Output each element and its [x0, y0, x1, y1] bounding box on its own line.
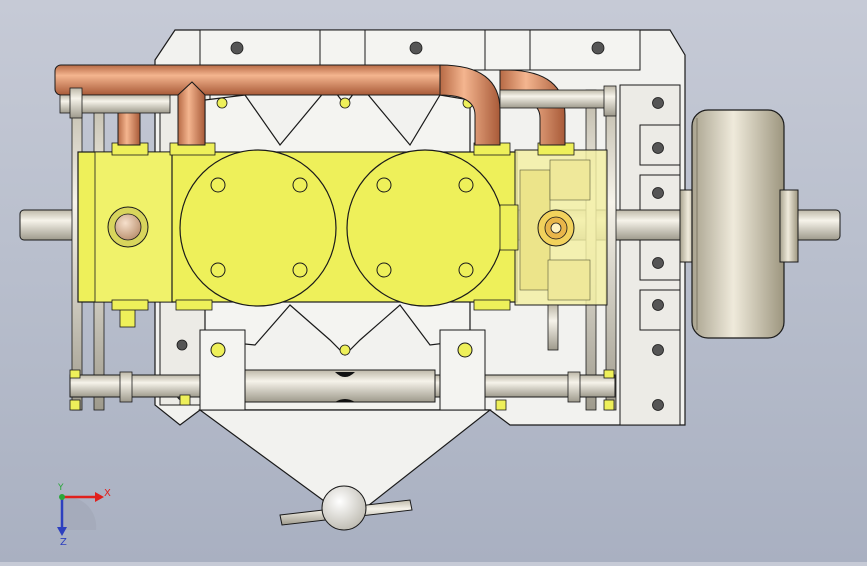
upper-rod-right	[499, 89, 616, 109]
lower-bracket	[198, 409, 492, 521]
frame-panel-right	[619, 84, 681, 426]
lower-cross-tube	[69, 369, 616, 403]
cylinder-housing	[171, 149, 518, 307]
copper-pipe-main	[54, 64, 446, 96]
lower-mount-blocks	[199, 329, 486, 411]
handle	[279, 485, 413, 531]
valve-block-right	[499, 149, 608, 351]
handle-knob	[321, 485, 367, 531]
cylinder-block-left	[77, 151, 174, 328]
cylinder-cover-right	[346, 149, 504, 307]
axis-label-x: X	[104, 488, 111, 499]
axis-label-z: Z	[60, 537, 67, 548]
flywheel	[679, 109, 799, 339]
cylinder-cover-left	[179, 149, 337, 307]
axis-label-y: Y	[57, 483, 64, 493]
axis-triad-icon: X Y Z	[57, 483, 111, 548]
